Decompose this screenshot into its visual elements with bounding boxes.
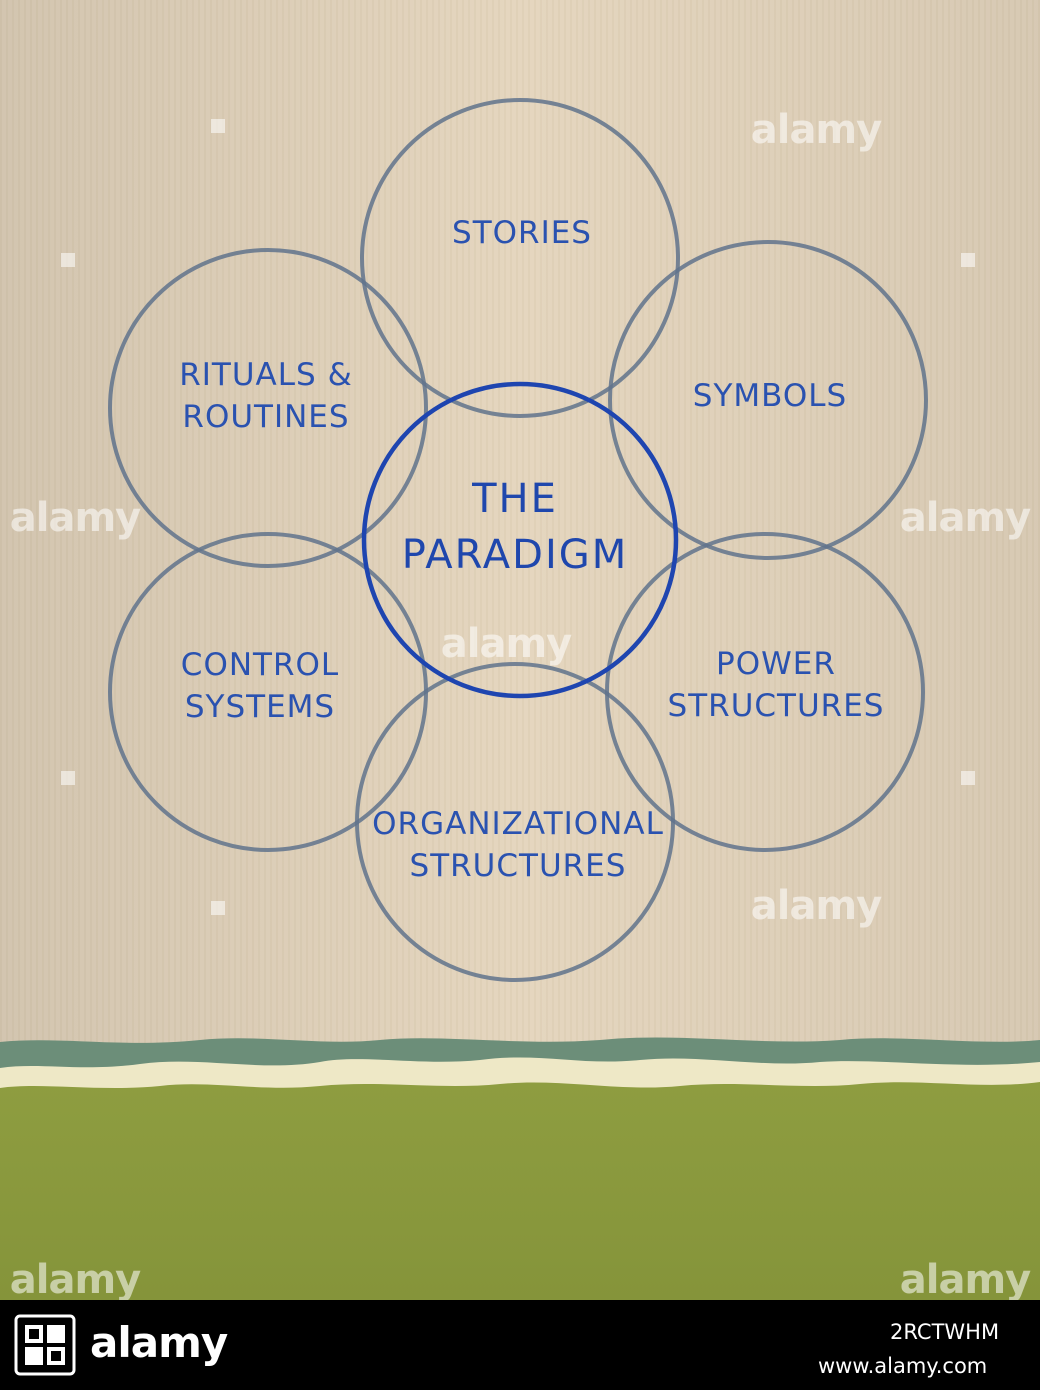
watermark: alamy [9,495,141,541]
watermark-mark [211,119,225,133]
alamy-logo-icon [14,1314,76,1376]
watermark-mark [211,901,225,915]
node-label-organizational-structures: ORGANIZATIONAL STRUCTURES [372,806,664,884]
footer-brand-name: alamy [90,1318,228,1367]
node-label-rituals-routines: RITUALS & ROUTINES [179,357,353,435]
circle-control-systems [108,532,428,852]
watermark: alamy [9,1257,141,1303]
watermark-mark [961,253,975,267]
circle-symbols [608,240,928,560]
felt-green-layer [0,1082,1040,1300]
node-label-power-structures: POWER STRUCTURES [667,646,885,724]
watermark-mark [61,253,75,267]
node-label-symbols: SYMBOLS [692,378,848,414]
watermark-mark [961,771,975,785]
node-label-stories: STORIES [452,215,592,251]
footer-url-link[interactable]: www.alamy.com [818,1354,988,1378]
watermark: alamy [899,1257,1031,1303]
watermark: alamy [750,883,882,929]
footer-image-id: 2RCTWHM [890,1320,1000,1344]
circle-the-paradigm [361,381,679,699]
watermark: alamy [440,621,572,667]
circle-stories [360,98,680,418]
center-label-the-paradigm: THE PARADIGM [401,476,629,578]
paper-background [0,0,1040,1300]
watermark-mark [61,771,75,785]
watermark: alamy [750,107,882,153]
node-label-control-systems: CONTROL SYSTEMS [180,647,340,725]
watermark: alamy [899,495,1031,541]
circle-rituals-routines [108,248,428,568]
stock-footer-bar: alamy 2RCTWHM www.alamy.com [0,1300,1040,1390]
